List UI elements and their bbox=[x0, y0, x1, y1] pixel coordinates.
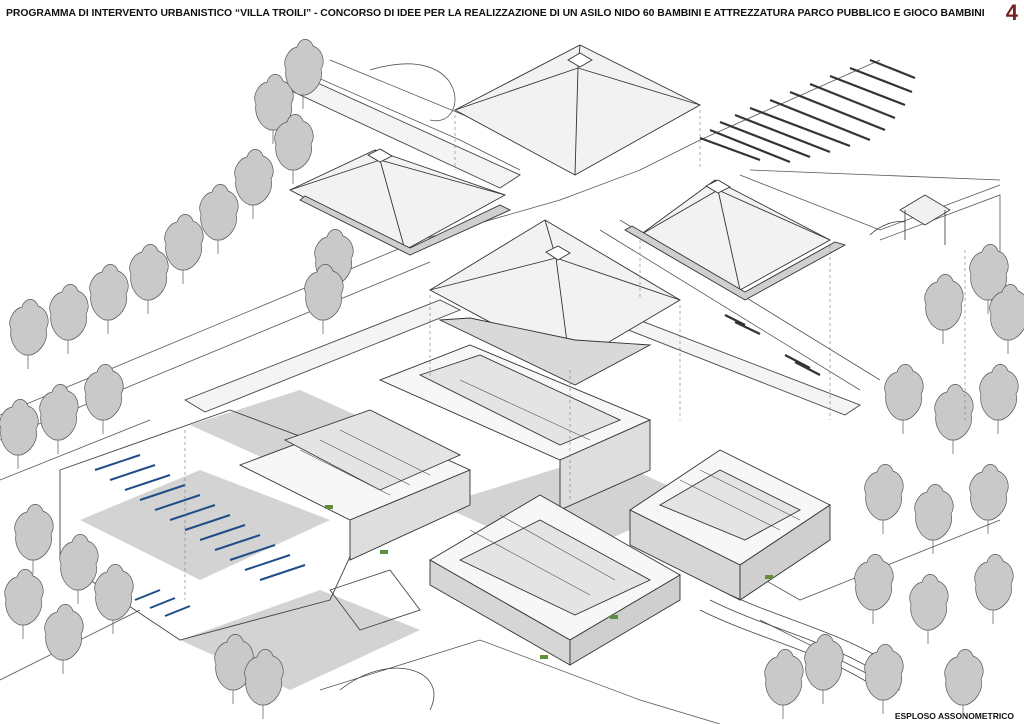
roof-central bbox=[429, 219, 681, 386]
parking-lines bbox=[94, 454, 306, 617]
building-block-center bbox=[378, 344, 652, 511]
building-block-west bbox=[238, 409, 472, 561]
road-markings bbox=[699, 58, 916, 376]
green-patches bbox=[325, 505, 773, 659]
projection-lines bbox=[184, 110, 966, 600]
page-title: PROGRAMMA DI INTERVENTO URBANISTICO “VIL… bbox=[6, 8, 985, 19]
canopy bbox=[183, 74, 861, 416]
roof-north bbox=[454, 44, 701, 176]
view-label: ESPLOSO ASSONOMETRICO bbox=[894, 711, 1014, 721]
sheet-number: 4 bbox=[1005, 0, 1018, 25]
interior-partitions bbox=[299, 379, 801, 596]
building-block-south bbox=[429, 494, 681, 666]
playground-structure bbox=[869, 194, 951, 245]
roof-west bbox=[288, 148, 512, 256]
roof-east bbox=[624, 179, 847, 301]
